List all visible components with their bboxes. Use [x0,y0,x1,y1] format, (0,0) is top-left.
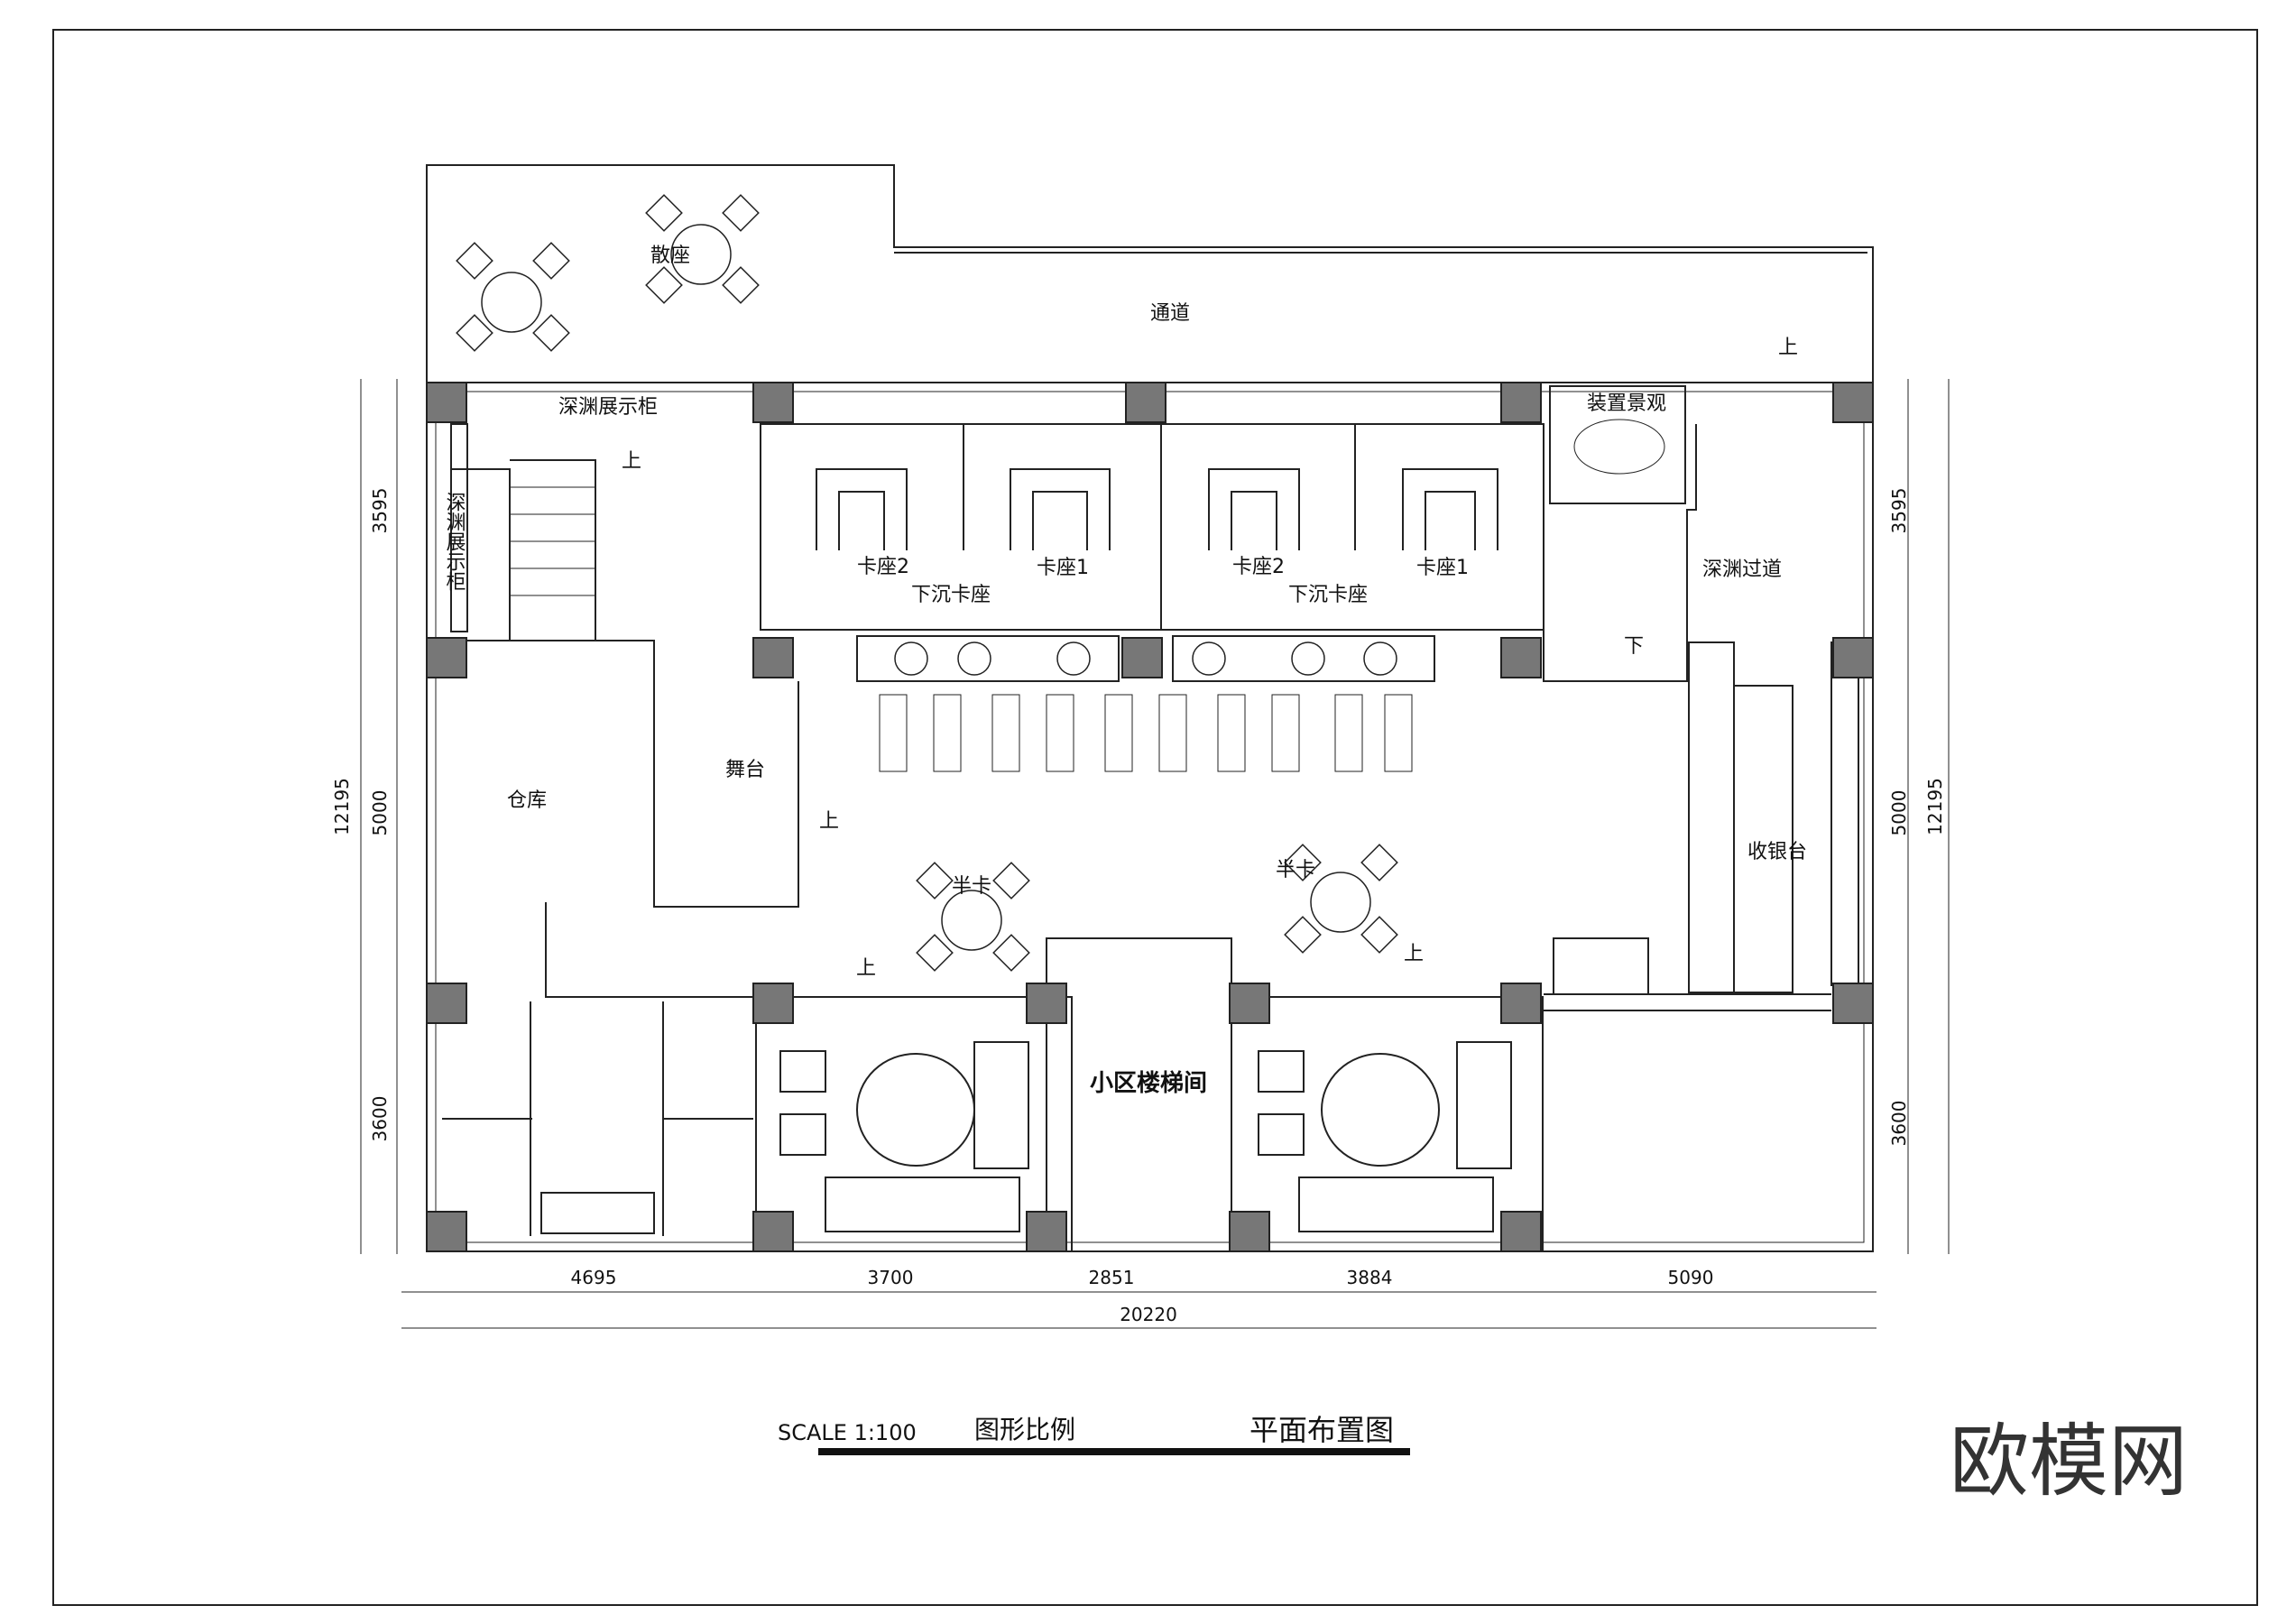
watermark-logo: 欧模网 [1950,1415,2188,1508]
label-abyss-passage: 深渊过道 [1702,558,1782,581]
label-installation: 装置景观 [1587,392,1666,415]
legend-label: 图形比例 [974,1415,1075,1444]
label-booth: 卡座2 [857,556,909,578]
outer-walls [426,382,1874,1252]
dim-left: 5000 [369,790,391,836]
drawing-title: 平面布置图 [1249,1413,1394,1447]
dim-right-total: 12195 [1924,778,1946,835]
marker-up: 上 [622,450,641,473]
dim-bottom-total: 20220 [1120,1304,1177,1325]
marker-down: 下 [1624,635,1644,658]
label-loose-seating: 散座 [650,245,690,267]
label-abyss-display-top: 深渊展示柜 [558,396,658,419]
marker-up: 上 [1778,337,1798,359]
structural-columns [426,382,1874,1252]
drawing-frame [52,29,2258,1606]
dim-bottom: 3700 [868,1267,914,1288]
title-underline [818,1448,1410,1455]
dim-left: 3600 [369,1096,391,1142]
label-stage: 舞台 [725,759,765,781]
marker-up: 上 [856,957,876,980]
label-booth: 卡座2 [1232,556,1285,578]
dim-right: 5000 [1888,790,1910,836]
label-half-booth: 半卡 [1276,859,1315,881]
dim-bottom: 4695 [571,1267,617,1288]
label-corridor: 通道 [1150,302,1190,325]
label-sunken-booth: 下沉卡座 [911,584,991,606]
label-booth: 卡座1 [1037,557,1089,579]
label-sunken-booth: 下沉卡座 [1288,584,1368,606]
dim-right: 3600 [1888,1101,1910,1147]
dim-bottom: 5090 [1668,1267,1714,1288]
dim-left-total: 12195 [331,778,353,835]
label-half-booth: 半卡 [952,875,991,898]
label-abyss-display-side: 深渊展示柜 [443,492,466,591]
installation-box [1549,385,1686,504]
dim-left: 3595 [369,488,391,534]
dim-bottom: 2851 [1089,1267,1135,1288]
label-cashier: 收银台 [1747,841,1807,863]
dim-bottom: 3884 [1347,1267,1393,1288]
scale-label: SCALE 1:100 [778,1420,917,1445]
dim-right: 3595 [1888,488,1910,534]
label-stairwell: 小区楼梯间 [1090,1070,1207,1097]
marker-up: 上 [1404,943,1424,965]
label-storage: 仓库 [507,789,547,812]
marker-up: 上 [819,810,839,833]
label-booth: 卡座1 [1416,557,1469,579]
terrace-outline [426,164,1874,383]
